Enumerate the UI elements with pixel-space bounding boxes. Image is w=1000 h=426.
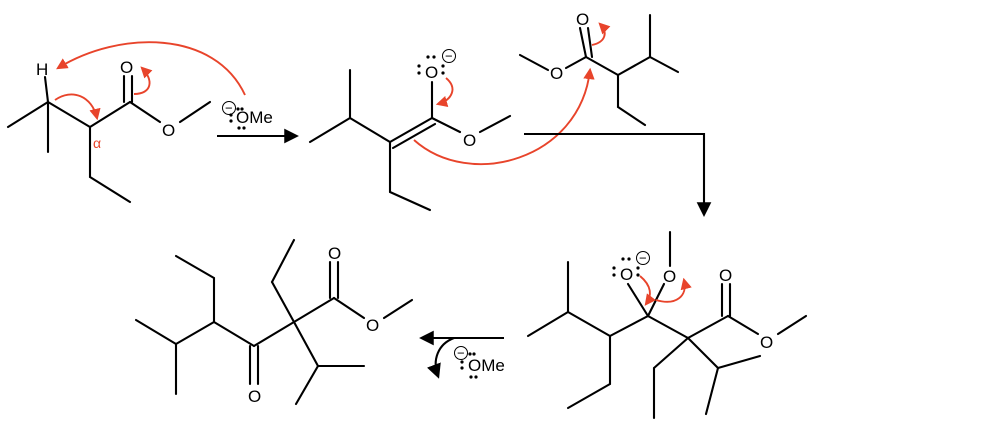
methoxide-base-1: − OMe <box>222 101 273 130</box>
atom-enolate-oxygen: O <box>425 63 438 82</box>
beta-keto-ester-product: O O O <box>134 238 414 406</box>
methoxide-leaving-group: − OMe <box>454 346 505 379</box>
atom-hydrogen: H <box>36 60 48 79</box>
o-lone-pair-to-co-arrow <box>435 77 454 107</box>
methoxide-leaving-curve <box>426 337 455 379</box>
svg-text:OMe: OMe <box>236 108 273 127</box>
atom-ester-oxygen: O <box>550 64 563 83</box>
deprotonation-arrow <box>56 41 246 96</box>
co-pi-up-arrow <box>591 22 611 46</box>
atom-carbonyl-oxygen: O <box>719 266 732 285</box>
atom-carbonyl-oxygen: O <box>328 244 341 263</box>
atom-ester-oxygen: O <box>760 333 773 352</box>
ch-bond-to-cc-arrow <box>54 93 101 121</box>
atom-carbonyl-oxygen: O <box>120 58 133 77</box>
svg-text:−: − <box>445 49 453 64</box>
atom-alkoxide-oxygen: O <box>620 265 633 284</box>
atom-methoxy-oxygen: O <box>663 267 676 286</box>
svg-text:−: − <box>639 251 647 266</box>
alkoxide-reform-carbonyl-arrow <box>639 275 657 306</box>
atom-carbonyl-oxygen: O <box>576 10 589 29</box>
enolate: O O − <box>308 49 512 212</box>
svg-text:−: − <box>225 101 233 116</box>
atom-ester-oxygen: O <box>463 131 476 150</box>
alpha-label: α <box>93 135 101 151</box>
atom-ketone-oxygen: O <box>248 387 261 406</box>
co-pi-to-oxygen-arrow <box>133 66 153 95</box>
svg-text:OMe: OMe <box>468 356 505 375</box>
atom-ester-oxygen: O <box>366 316 379 335</box>
methoxide-leave-arrow <box>655 277 692 303</box>
atom-ester-oxygen: O <box>162 121 175 140</box>
tetrahedral-intermediate: O O O O − <box>526 230 808 420</box>
second-ester: O O <box>518 10 680 127</box>
starting-ester: H O O α <box>6 58 212 204</box>
cc-pi-attack-arrow <box>413 67 595 165</box>
svg-text:−: − <box>457 346 465 361</box>
reaction-arrow-2 <box>524 132 712 217</box>
